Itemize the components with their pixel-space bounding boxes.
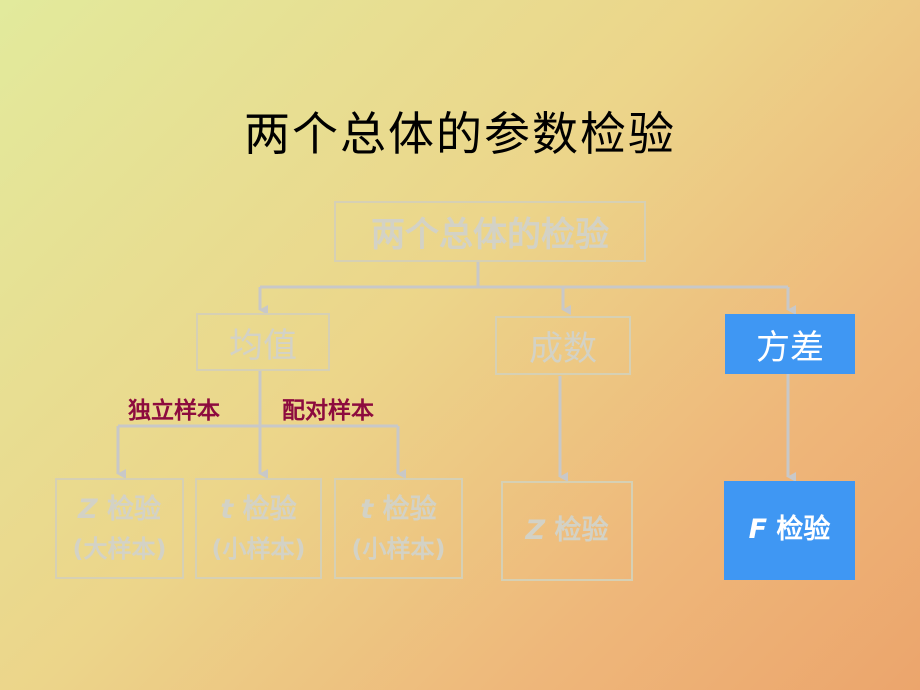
test-name: 检验 — [242, 494, 297, 526]
root-node-label: 两个总体的检验 — [371, 215, 609, 255]
test-note: (小样本) — [211, 534, 306, 563]
node-mean: 均值 — [196, 313, 330, 371]
node-t-test-small-sample-1: t 检验 (小样本) — [195, 478, 322, 579]
test-name: 检验 — [554, 514, 609, 546]
test-symbol: t — [360, 494, 374, 526]
test-symbol: F — [748, 514, 768, 546]
test-symbol: t — [220, 494, 234, 526]
node-z-test-large-sample: Z 检验 (大样本) — [55, 478, 184, 579]
test-symbol: Z — [78, 494, 98, 526]
node-mean-label: 均值 — [229, 325, 297, 366]
root-node-two-population-test: 两个总体的检验 — [334, 201, 646, 262]
edge-label-independent: 独立样本 — [128, 398, 220, 424]
test-symbol: Z — [525, 514, 546, 546]
node-variance-label: 方差 — [756, 327, 824, 368]
test-note: (大样本) — [72, 534, 167, 563]
node-proportion: 成数 — [495, 316, 631, 375]
test-name: 检验 — [106, 494, 161, 526]
test-name: 检验 — [776, 514, 831, 546]
test-name: 检验 — [382, 494, 437, 526]
node-f-test-variance: F 检验 — [724, 481, 855, 580]
node-z-test-proportion: Z 检验 — [501, 481, 633, 581]
node-proportion-label: 成数 — [529, 329, 597, 369]
node-t-test-small-sample-2: t 检验 (小样本) — [334, 478, 463, 579]
slide-title: 两个总体的参数检验 — [244, 107, 676, 161]
test-note: (小样本) — [351, 534, 446, 563]
edge-label-paired: 配对样本 — [282, 398, 374, 424]
node-variance: 方差 — [725, 314, 855, 374]
